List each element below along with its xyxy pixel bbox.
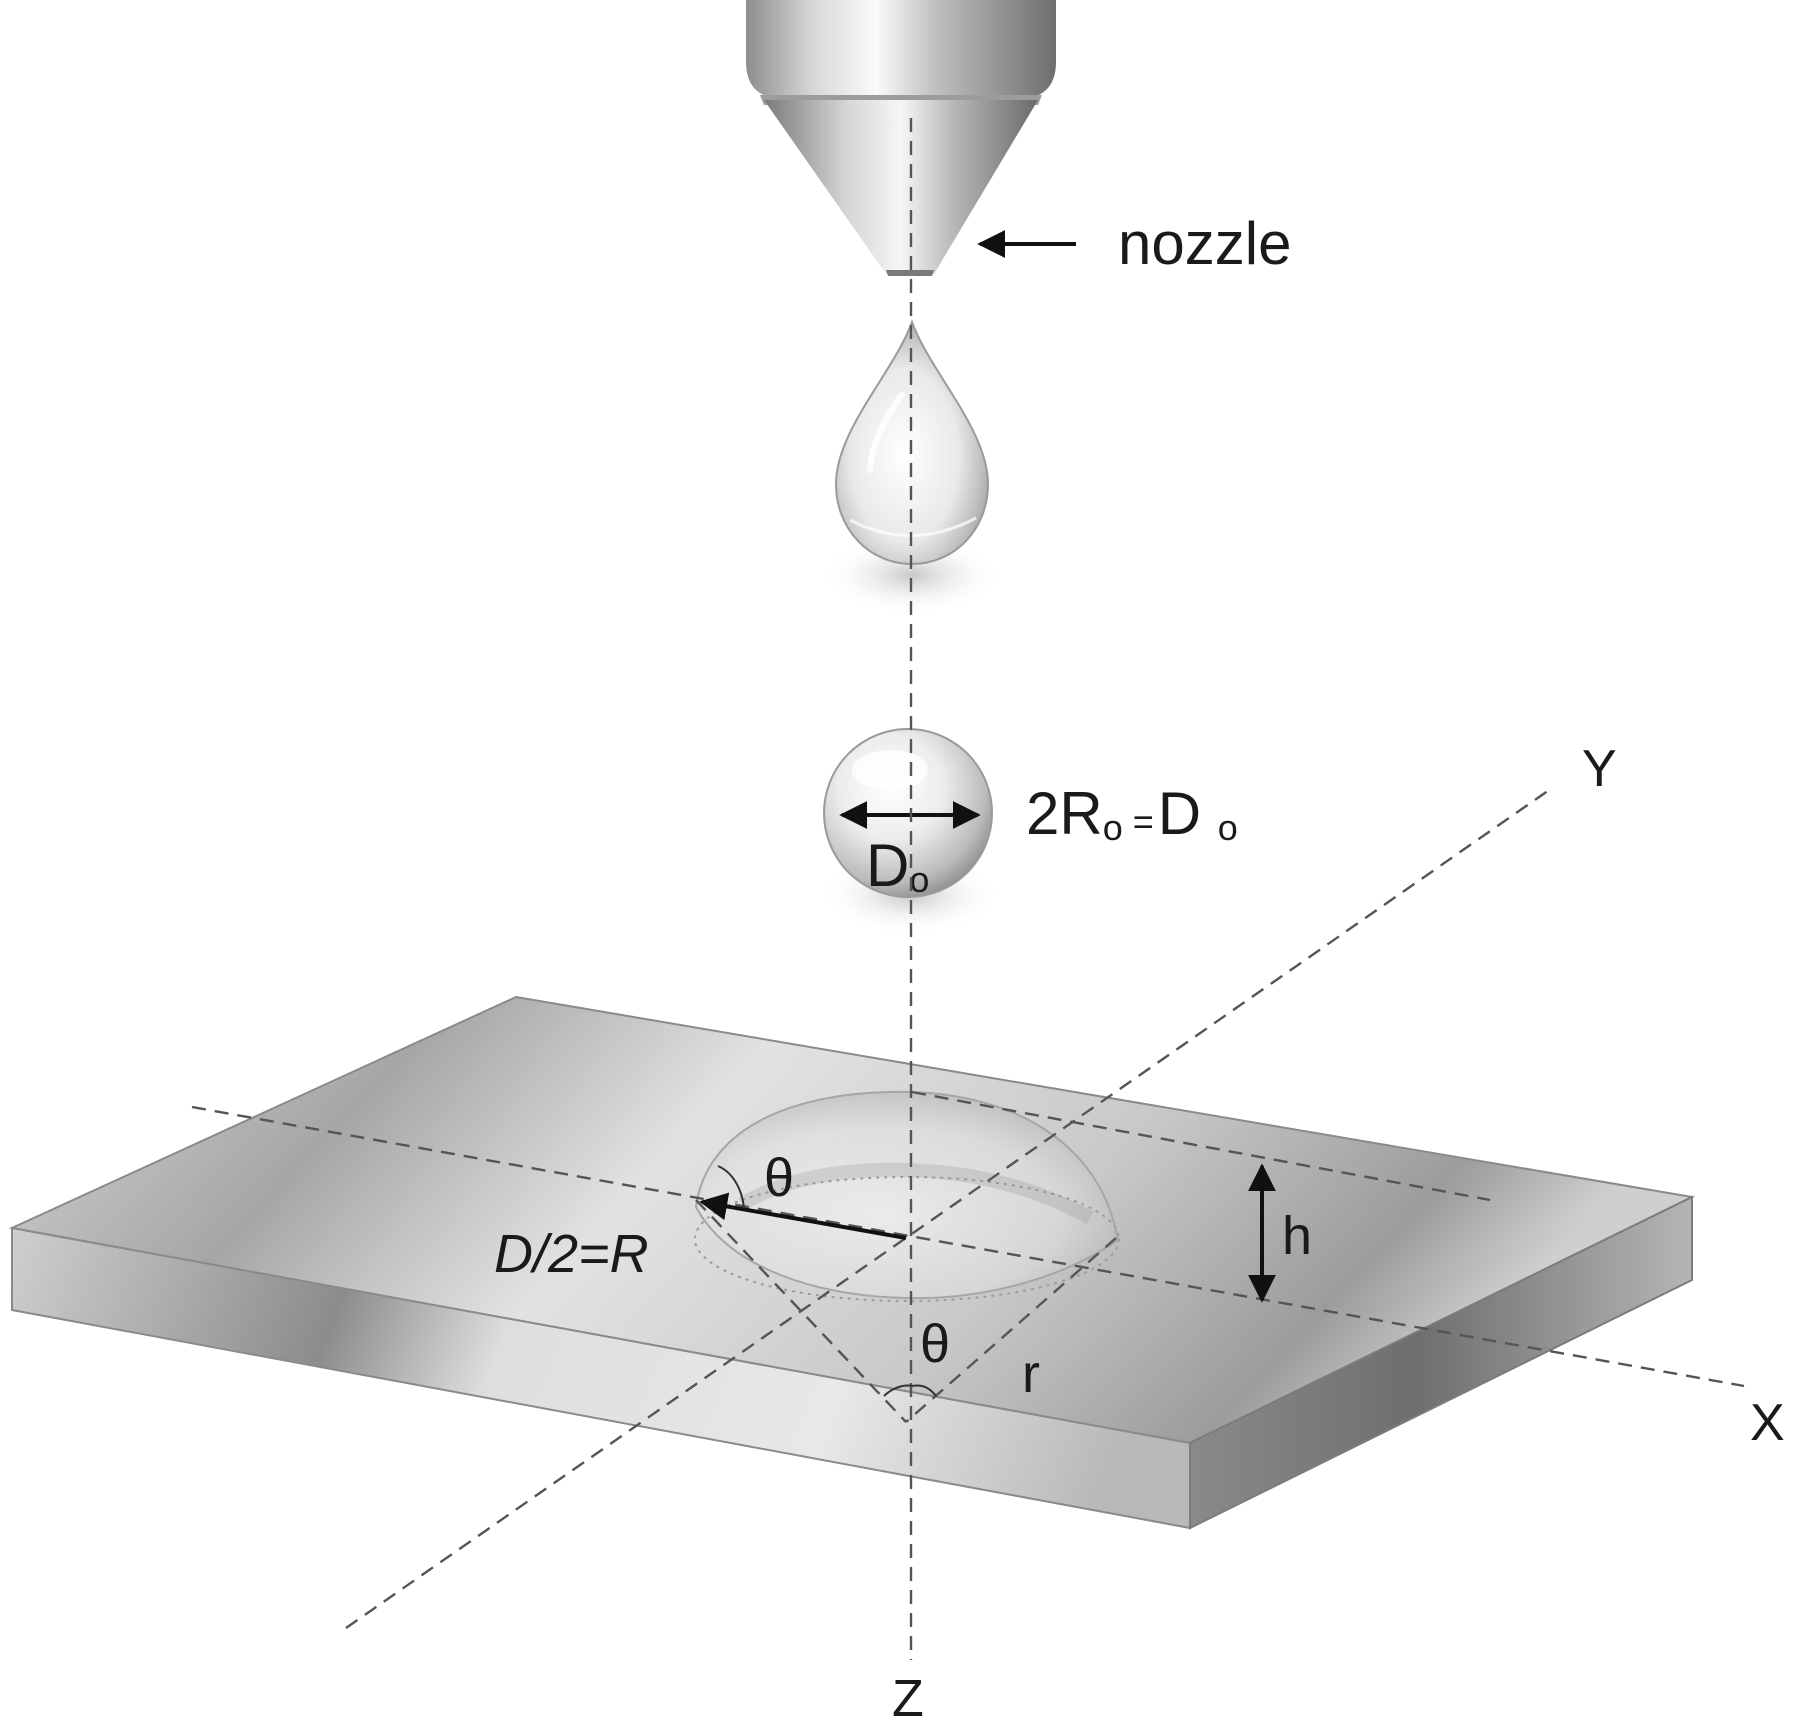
x-axis-line	[191, 1105, 1745, 1388]
droplet-relation-sub2: o	[1218, 807, 1238, 848]
theta-center-label: θ	[920, 1314, 950, 1374]
height-reference-line	[911, 1090, 1491, 1202]
contact-radius-arrow	[699, 1192, 907, 1240]
sphere-radius-right-line	[905, 1237, 1117, 1423]
y-axis-line	[345, 787, 1553, 1629]
nozzle-label: nozzle	[1118, 210, 1291, 277]
theta-contact-label: θ	[764, 1148, 794, 1208]
radius-relation-label: D/2=R	[494, 1224, 649, 1284]
droplet-diameter-label: Do	[866, 832, 929, 900]
height-label: h	[1282, 1206, 1312, 1266]
nozzle-icon	[746, 0, 1056, 276]
axis-z-label: Z	[892, 1670, 924, 1728]
axis-y-label: Y	[1582, 740, 1617, 798]
axis-x-label: X	[1750, 1394, 1785, 1452]
sessile-drop-icon	[694, 1090, 1120, 1302]
guide-lines	[191, 118, 1745, 1660]
angle-arcs	[717, 1165, 937, 1397]
sphere-radius-left-line	[695, 1199, 907, 1423]
sphere-radius-label: r	[1022, 1344, 1040, 1404]
droplet-relation-label: 2Ro =D o	[1026, 780, 1238, 848]
